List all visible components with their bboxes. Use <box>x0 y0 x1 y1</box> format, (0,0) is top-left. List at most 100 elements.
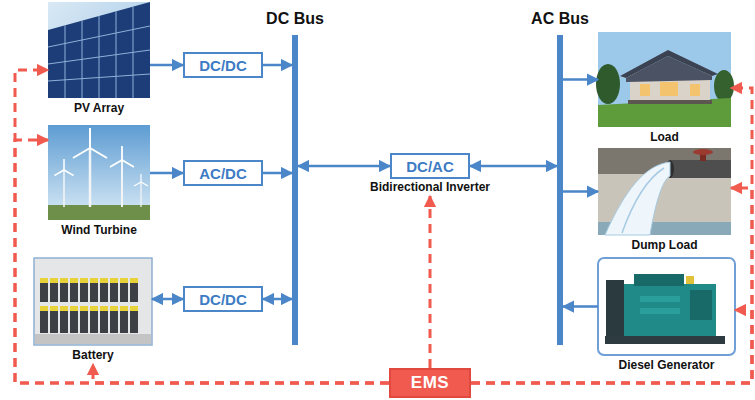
component-label: Bidirectional Inverter <box>370 180 490 194</box>
power-connector <box>298 165 390 168</box>
battery-picture <box>34 258 152 345</box>
battery-picture <box>100 278 108 283</box>
component-node: Wind Turbine <box>48 125 150 220</box>
converter-box: DC/ACBidirectional Inverter <box>390 153 470 179</box>
diesel-generator-picture <box>598 258 735 355</box>
wind-turbine-picture <box>121 160 123 207</box>
battery-picture <box>40 278 138 333</box>
bus-label: DC Bus <box>266 10 324 28</box>
box-label: DC/DC <box>199 57 247 74</box>
wind-turbine-picture <box>48 125 150 220</box>
battery-picture <box>130 278 138 283</box>
bus-bar: AC Bus <box>557 35 563 345</box>
control-connector <box>471 188 752 383</box>
diesel-generator-picture <box>605 336 725 344</box>
component-label: Wind Turbine <box>61 223 137 237</box>
wind-turbine-picture <box>73 148 90 158</box>
component-node: Diesel Generator <box>598 258 735 355</box>
battery-picture <box>50 306 58 333</box>
dump-load-picture <box>670 160 731 178</box>
diesel-generator-picture <box>624 284 716 336</box>
diesel-generator-picture <box>686 276 694 284</box>
battery-picture <box>90 278 98 283</box>
dump-load-picture <box>598 148 731 235</box>
battery-picture <box>35 334 151 344</box>
wind-turbine-picture <box>140 174 141 182</box>
battery-picture <box>80 306 88 333</box>
power-connector <box>150 64 183 67</box>
battery-picture <box>100 278 108 302</box>
component-label: Load <box>650 130 679 144</box>
house-picture <box>598 98 731 127</box>
battery-picture <box>40 278 48 283</box>
wind-turbine-picture <box>110 160 122 167</box>
diesel-generator-picture <box>690 290 712 320</box>
house-picture <box>596 32 734 127</box>
battery-picture <box>90 306 98 333</box>
battery-picture <box>70 278 78 302</box>
box-label: EMS <box>411 373 449 393</box>
battery-picture <box>70 306 78 311</box>
diesel-generator-picture <box>598 258 735 355</box>
control-connector <box>471 88 752 383</box>
pv-array-picture <box>48 50 150 64</box>
power-connector <box>152 298 183 301</box>
dump-load-picture <box>598 148 731 235</box>
battery-picture <box>80 306 88 311</box>
battery-picture <box>110 306 118 311</box>
power-connector <box>563 78 598 81</box>
control-connector <box>15 140 389 383</box>
battery-picture <box>100 306 108 333</box>
box-label: AC/DC <box>199 165 247 182</box>
battery-picture <box>70 306 78 333</box>
battery-picture <box>60 278 68 302</box>
control-connector <box>471 310 752 383</box>
battery-picture <box>110 278 118 283</box>
house-picture <box>660 82 678 96</box>
component-label: Dump Load <box>632 238 698 252</box>
component-label: Diesel Generator <box>618 358 714 372</box>
converter-box: DC/DC <box>183 52 263 78</box>
component-label: PV Array <box>74 101 124 115</box>
controller-box: EMS <box>389 368 471 398</box>
bus-bar: DC Bus <box>292 35 298 345</box>
box-label: DC/AC <box>406 158 454 175</box>
house-picture <box>626 56 712 82</box>
power-connector <box>563 305 598 308</box>
power-connector <box>263 172 292 175</box>
battery-picture <box>120 306 128 333</box>
pv-array-picture <box>48 26 150 47</box>
box-label: DC/DC <box>199 291 247 308</box>
control-connector <box>429 196 432 368</box>
battery-picture <box>40 306 48 311</box>
wind-turbine-picture <box>64 170 74 176</box>
component-node: PV Array <box>48 2 150 98</box>
battery-picture <box>100 306 108 311</box>
battery-picture <box>130 278 138 302</box>
dump-load-picture <box>693 149 713 155</box>
battery-picture <box>70 278 78 283</box>
wind-turbine-picture <box>48 125 150 220</box>
converter-box: DC/DC <box>183 286 263 312</box>
power-connector <box>263 298 292 301</box>
wind-turbine-picture <box>89 148 92 207</box>
pv-array-picture <box>48 2 150 98</box>
power-connector <box>150 172 183 175</box>
wind-turbine-picture <box>89 128 91 148</box>
wind-turbine-picture <box>141 182 148 186</box>
component-label: Battery <box>72 348 113 362</box>
pv-array-picture <box>48 2 150 98</box>
battery-picture <box>60 306 68 311</box>
battery-picture <box>34 258 152 345</box>
diesel-generator-picture <box>640 308 680 314</box>
control-connector <box>93 364 389 383</box>
battery-picture <box>80 278 88 283</box>
battery-picture <box>110 306 118 333</box>
wind-turbine-picture <box>90 148 107 158</box>
control-connector <box>15 70 389 383</box>
battery-picture <box>120 306 128 311</box>
power-connector <box>563 190 598 193</box>
battery-picture <box>110 278 118 302</box>
battery-picture <box>90 306 98 311</box>
house-picture <box>714 70 734 102</box>
